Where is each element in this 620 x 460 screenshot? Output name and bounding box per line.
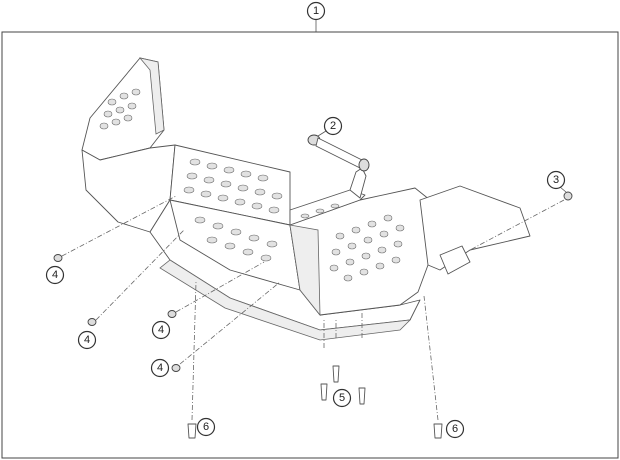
callout-6b: 6 [445, 419, 465, 439]
callout-1: 1 [306, 1, 326, 21]
skid-plate [81, 57, 531, 341]
callout-1-label: 1 [313, 5, 319, 17]
screw-item-3 [469, 191, 573, 251]
callout-3-label: 3 [553, 174, 559, 186]
nuts-item-4 [53, 195, 281, 372]
callout-4d: 4 [150, 358, 170, 378]
callout-4d-label: 4 [157, 362, 163, 374]
callout-6a-label: 6 [203, 421, 209, 433]
callout-2-label: 2 [330, 120, 336, 132]
callout-4b: 4 [77, 330, 97, 350]
callout-4c: 4 [151, 320, 171, 340]
callout-4a: 4 [45, 265, 65, 285]
callout-3: 3 [546, 170, 567, 193]
callout-6b-label: 6 [452, 423, 458, 435]
assembly-frame [1, 20, 619, 459]
screw-with-sleeve [307, 134, 370, 172]
perforations [99, 88, 405, 282]
callout-5-label: 5 [339, 392, 345, 404]
screws-item-6 [187, 281, 443, 439]
callout-2: 2 [317, 116, 343, 137]
callout-6a: 6 [196, 417, 216, 437]
callout-5: 5 [332, 388, 352, 408]
callout-4b-label: 4 [84, 334, 90, 346]
callout-4c-label: 4 [158, 324, 164, 336]
callout-4a-label: 4 [52, 269, 58, 281]
screws-item-5 [320, 312, 366, 405]
